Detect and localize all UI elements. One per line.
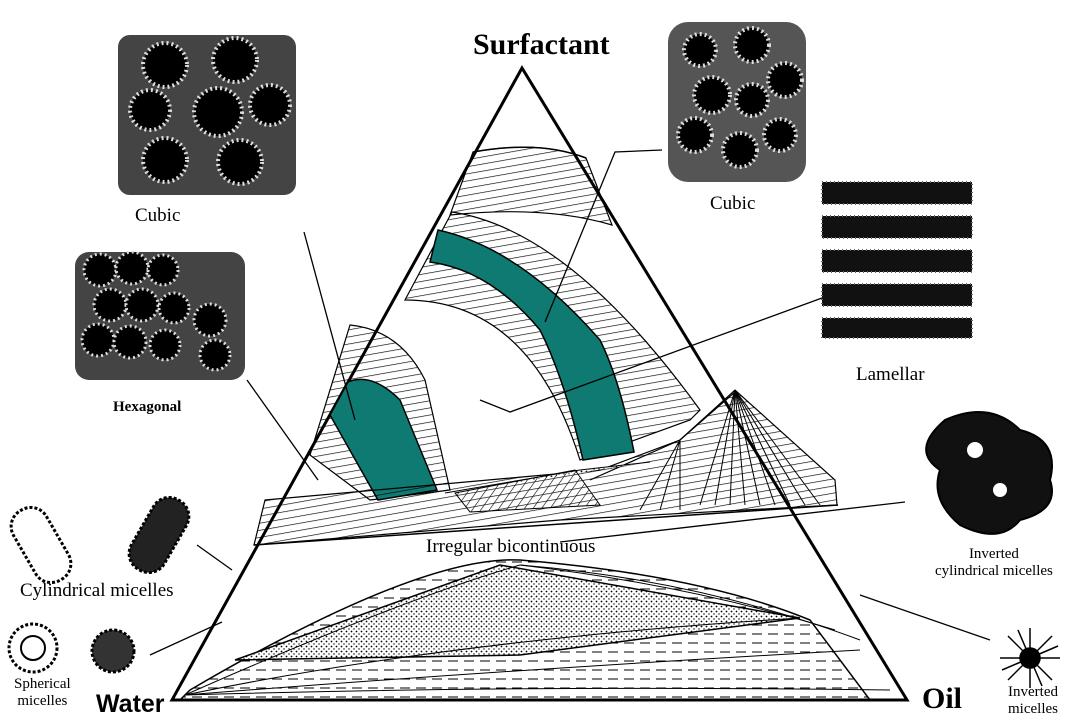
vertex-label-water: Water xyxy=(96,690,165,719)
phase-label-cubic-left: Cubic xyxy=(135,205,180,227)
phase-label-irregular-bicontinuous: Irregular bicontinuous xyxy=(426,536,595,558)
top-hatched-band xyxy=(450,147,612,225)
inverted-micelle-icon xyxy=(1000,628,1060,688)
phase-label-spherical-micelles: Spherical micelles xyxy=(14,676,71,710)
hexagonal-rods-icon xyxy=(75,252,245,380)
phase-label-hexagonal: Hexagonal xyxy=(113,399,181,416)
vertex-label-surfactant: Surfactant xyxy=(473,28,610,62)
cubic-structure-icon xyxy=(118,35,296,195)
phase-label-lamellar: Lamellar xyxy=(856,364,925,386)
cubic-structure-icon xyxy=(668,22,806,182)
lamellar-stack-icon xyxy=(822,180,972,340)
inverted-cylindrical-micelle-icon xyxy=(926,412,1052,534)
phase-label-inverted-cylindrical-micelles: Inverted cylindrical micelles xyxy=(935,546,1053,580)
spherical-micelle-icon xyxy=(9,624,134,672)
vertex-label-oil: Oil xyxy=(922,682,962,716)
cylindrical-micelle-icon xyxy=(5,491,196,589)
phase-label-cylindrical-micelles: Cylindrical micelles xyxy=(20,580,174,602)
phase-label-inverted-micelles: Inverted micelles xyxy=(1008,684,1058,718)
phase-label-cubic-right: Cubic xyxy=(710,193,755,215)
